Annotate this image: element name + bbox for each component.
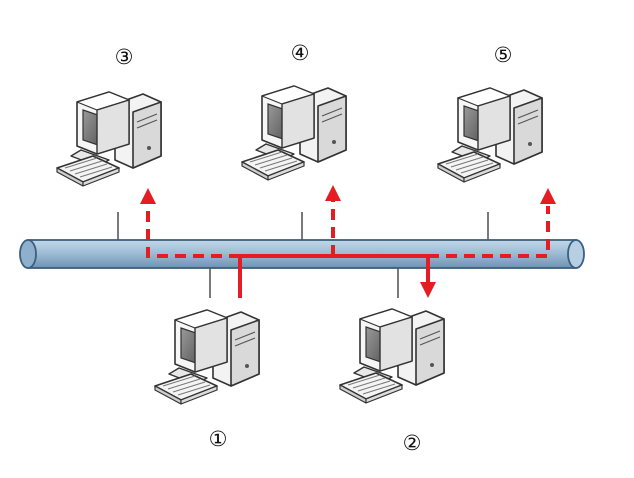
signal-broadcast-left	[146, 206, 240, 258]
computer-pc-3-icon	[56, 91, 162, 187]
node-label-pc-4: ④	[291, 41, 310, 65]
computer-pc-2-icon	[339, 308, 445, 404]
computer-pc-5-icon	[437, 87, 543, 183]
arrow-to-pc-5-icon	[540, 188, 556, 204]
computer-pc-1-icon	[154, 309, 260, 405]
signal-paths	[146, 200, 550, 298]
arrow-to-pc-4-icon	[325, 185, 341, 201]
arrow-to-pc-3-icon	[140, 188, 156, 204]
node-label-pc-2: ②	[403, 431, 422, 455]
node-label-pc-5: ⑤	[494, 43, 513, 67]
signal-broadcast-right	[428, 206, 550, 258]
node-label-pc-3: ③	[115, 45, 134, 69]
node-label-pc-1: ①	[209, 427, 228, 451]
computer-pc-4-icon	[241, 85, 347, 181]
arrow-to-pc-2-icon	[420, 282, 436, 298]
